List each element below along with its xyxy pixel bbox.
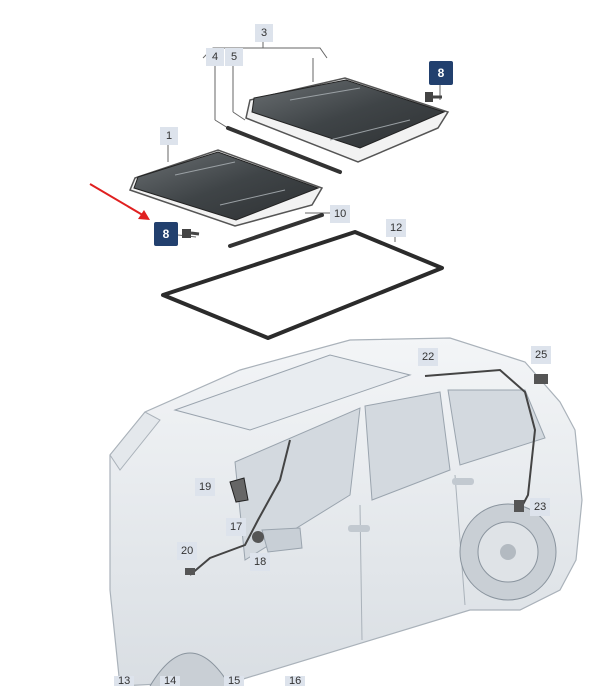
callout-18[interactable]: 18 (250, 553, 271, 571)
callout-12[interactable]: 12 (386, 219, 407, 237)
screw-8-top[interactable] (425, 92, 442, 102)
callout-4[interactable]: 4 (206, 48, 224, 66)
seal-strip-4[interactable] (226, 126, 342, 174)
drain-hose-front[interactable] (189, 439, 291, 576)
callout-19[interactable]: 19 (195, 478, 216, 496)
leader-lines (167, 40, 441, 242)
callout-8-left[interactable]: 8 (154, 222, 178, 246)
callout-14[interactable]: 14 (160, 676, 181, 686)
callout-10[interactable]: 10 (330, 205, 351, 223)
red-arrow-icon (89, 183, 150, 220)
callout-22[interactable]: 22 (418, 348, 439, 366)
callout-13[interactable]: 13 (114, 676, 135, 686)
fitting-18[interactable] (252, 531, 264, 543)
callout-23[interactable]: 23 (530, 498, 551, 516)
callout-20[interactable]: 20 (177, 542, 198, 560)
frame-seal-12[interactable] (161, 230, 444, 340)
car-body (109, 337, 583, 686)
callout-17[interactable]: 17 (226, 518, 247, 536)
screw-8-left[interactable] (182, 229, 200, 238)
fitting-19[interactable] (229, 477, 249, 503)
drain-hose-rear[interactable] (424, 368, 537, 511)
callout-16[interactable]: 16 (285, 676, 306, 686)
callout-15[interactable]: 15 (224, 676, 245, 686)
fitting-20[interactable] (185, 568, 195, 575)
rear-glass-panel[interactable] (245, 77, 450, 163)
fitting-23[interactable] (514, 500, 524, 512)
callout-25[interactable]: 25 (531, 346, 552, 364)
deflector-strip-10[interactable] (228, 213, 324, 248)
callout-1[interactable]: 1 (160, 127, 178, 145)
callout-5[interactable]: 5 (225, 48, 243, 66)
fitting-25[interactable] (534, 374, 548, 384)
callout-3[interactable]: 3 (255, 24, 273, 42)
callout-8-top[interactable]: 8 (429, 61, 453, 85)
front-glass-panel[interactable] (129, 149, 324, 227)
